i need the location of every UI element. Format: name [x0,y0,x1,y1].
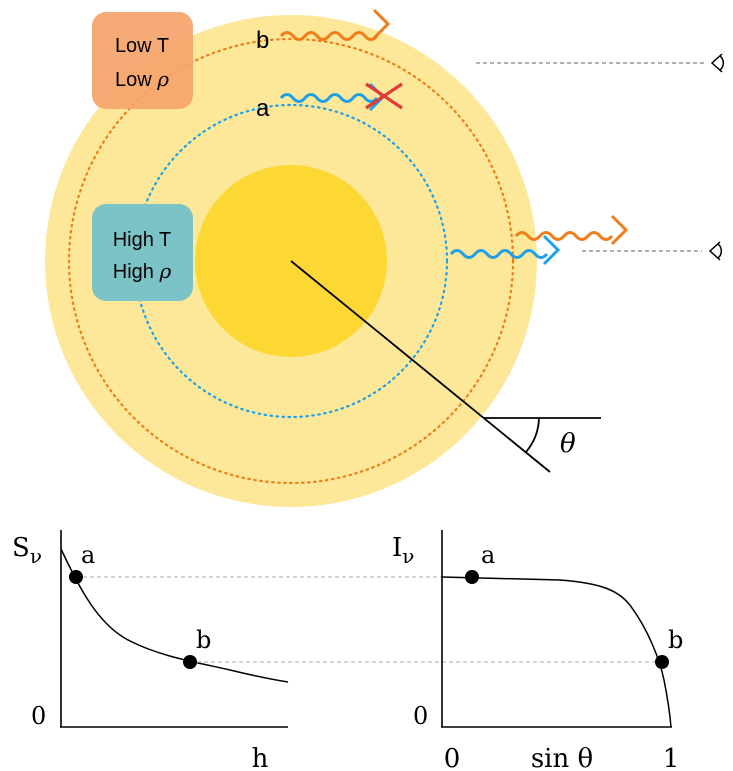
low-temperature-region: Low T Low ρ [92,12,193,109]
low-region-temperature: Low T [115,35,169,57]
intensity-x-tick-0: 0 [444,744,461,771]
angle-construction: θ [290,260,601,473]
low-region-density: Low ρ [115,67,169,91]
radius-line [290,260,551,473]
eye-pupil-icon [717,243,723,259]
intensity-y-zero: 0 [413,702,428,730]
source-function-curve [60,548,289,683]
photon-a: a [256,82,403,122]
intensity-point-b-label: b [668,626,683,654]
outer-layer-orbit [67,37,515,485]
limb-blue-wave [449,249,549,259]
inner-layer-orbit [133,103,449,419]
angle-label: θ [560,429,576,459]
photon-b-arrowhead [372,8,391,40]
photon-a-wave [279,93,379,103]
intensity-point-b [655,655,669,669]
intensity-y-label: Iν [392,533,414,568]
source-point-a-label: a [81,541,95,569]
source-point-a [69,570,83,584]
high-region-box [92,204,193,301]
intensity-curve [441,576,672,728]
intensity-point-a-label: a [481,541,495,569]
limb-orange-wave [514,231,614,241]
limb-orange-arrowhead [610,214,629,246]
limb-photons [449,214,629,266]
intensity-plot: Iν 0 0 sin θ 1 a b [392,530,683,771]
intensity-x-tick-1: 1 [663,744,680,771]
photon-b: b [256,8,391,54]
source-x-label: h [252,744,269,771]
intensity-point-a [465,570,479,584]
source-point-b-label: b [196,626,211,654]
high-region-temperature: High T [113,229,172,251]
eye-pupil-icon [719,55,725,71]
limb-blue-arrowhead [542,234,561,266]
observer-sightlines [476,53,725,261]
source-y-zero: 0 [31,702,46,730]
low-region-box [92,12,193,109]
source-y-label: Sν [12,533,42,568]
source-point-b [183,655,197,669]
absorbed-cross-icon [365,82,403,110]
intensity-x-label: sin θ [531,744,593,771]
eye-icon [710,53,723,73]
eye-icon [708,241,721,261]
photon-b-label: b [256,27,269,54]
high-region-density: High ρ [113,259,172,283]
photon-a-label: a [256,95,270,122]
angle-arc [525,417,540,453]
source-function-plot: Sν 0 h a b [12,530,662,771]
photon-b-wave [279,31,379,41]
high-temperature-region: High T High ρ [92,204,193,301]
